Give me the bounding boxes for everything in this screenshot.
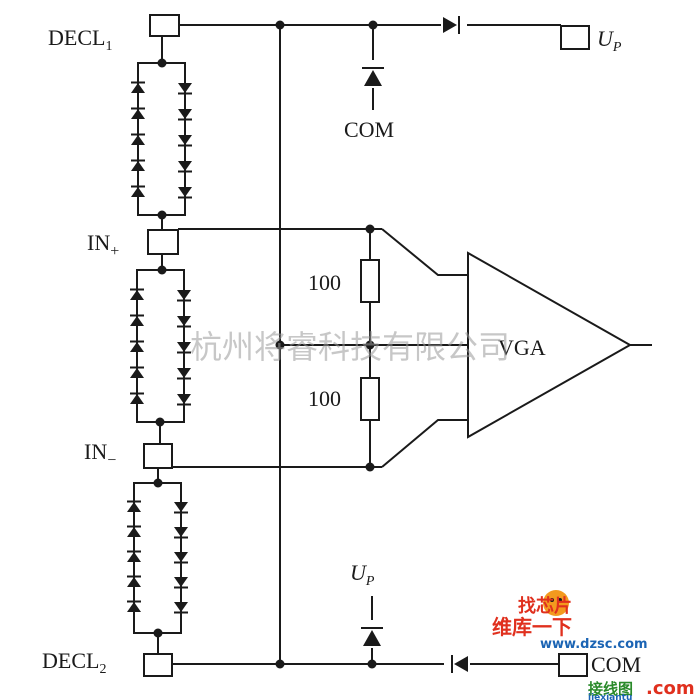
- resistor-r2: [360, 377, 380, 421]
- label-com-top: COM: [344, 117, 394, 142]
- diode-up-clamp: [361, 627, 383, 646]
- label-in-plus: IN+: [87, 230, 119, 260]
- label-decl1: DECL1: [48, 25, 112, 54]
- logo-brand-cn: 维库一下: [492, 615, 572, 639]
- label-r1: 100: [308, 270, 341, 295]
- logo-brand-cn-top: 找芯片: [518, 595, 572, 617]
- label-vga: VGA: [498, 335, 546, 360]
- diode-bottom-series: [451, 655, 468, 673]
- pin-in-minus-pad: [143, 443, 173, 469]
- pin-decl1-pad: [149, 14, 180, 37]
- diode-string-3: [126, 500, 189, 614]
- logo-url: www.dzsc.com: [540, 637, 648, 652]
- diode-string-1: [130, 81, 193, 199]
- junction-dots: [153, 20, 378, 669]
- site-logo-dzsc: 找芯片 维库一下 www.dzsc.com: [492, 590, 648, 652]
- label-decl2: DECL2: [42, 648, 106, 677]
- label-com-bottom: COM: [591, 652, 641, 677]
- diode-string-loops: [133, 36, 186, 654]
- logo2-brand-cn: 接线图: [588, 680, 633, 698]
- diode-com-clamp: [362, 67, 384, 86]
- pin-com-bottom-pad: [558, 653, 588, 677]
- label-up-top: UP: [597, 26, 622, 55]
- watermark-text: 杭州将睿科技有限公司: [190, 328, 510, 366]
- label-r2: 100: [308, 386, 341, 411]
- logo2-url: jiexiantu: [587, 693, 632, 700]
- diode-string-2: [129, 288, 192, 406]
- diode-top-series: [443, 16, 460, 34]
- label-in-minus: IN−: [84, 439, 116, 469]
- mascot-icon: [543, 590, 569, 616]
- site-logo-jiexiantu: 接线图 jiexiantu .com: [587, 678, 695, 700]
- logo2-tld: .com: [646, 678, 695, 699]
- label-up-bottom: UP: [350, 560, 375, 589]
- pin-in-plus-pad: [147, 229, 179, 255]
- pin-up-top-pad: [560, 25, 590, 50]
- resistor-r1: [360, 259, 380, 303]
- pin-pads: [143, 14, 590, 677]
- pin-decl2-pad: [143, 653, 173, 677]
- vga-amplifier-symbol: [467, 251, 633, 439]
